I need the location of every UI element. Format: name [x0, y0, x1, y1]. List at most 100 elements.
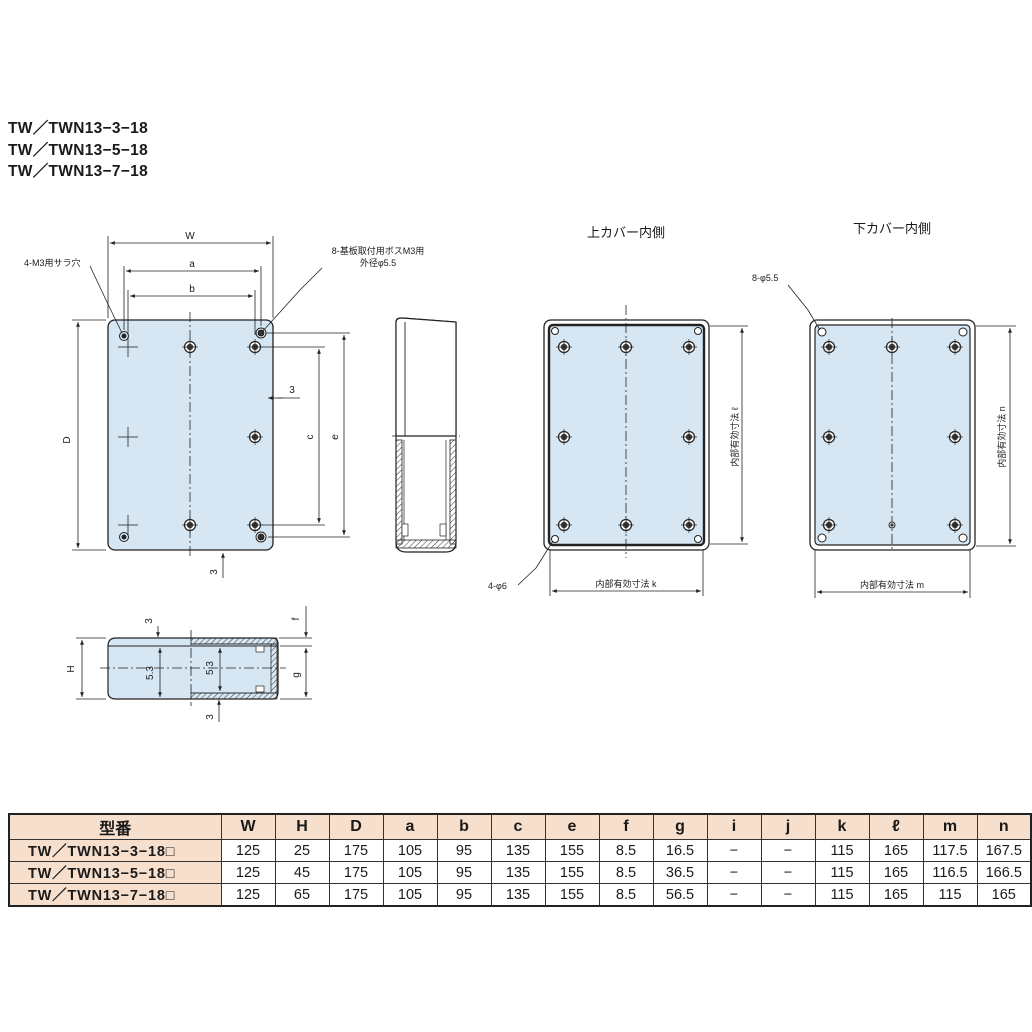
countersink-label: 4-M3用サラ穴: [24, 257, 81, 268]
front-elevation-view: H 3 5.3 5.3 3 f g: [66, 606, 312, 722]
dim-53-label: 5.3: [145, 666, 156, 680]
table-cell: 56.5: [652, 883, 708, 907]
lower-cover-title: 下カバー内側: [853, 221, 931, 236]
table-cell: 165: [868, 839, 924, 862]
column-header: k: [814, 813, 870, 840]
boss-label: 8-基板取付用ボスM3用: [332, 245, 425, 256]
column-header: ℓ: [868, 813, 924, 840]
dim-f-label: f: [291, 617, 302, 620]
table-cell: 115: [814, 883, 870, 907]
column-header: H: [274, 813, 330, 840]
dim-53-label: 5.3: [205, 661, 216, 675]
column-header: m: [922, 813, 978, 840]
table-cell: 165: [976, 883, 1032, 907]
table-cell: 155: [544, 839, 600, 862]
table-cell: −: [760, 883, 816, 907]
table-cell: 155: [544, 883, 600, 907]
model-cell: TW／TWN13−7−18□: [8, 883, 222, 907]
inner-dimension-m: 内部有効寸法 m: [860, 579, 924, 590]
table-cell: 36.5: [652, 861, 708, 884]
table-cell: 115: [814, 861, 870, 884]
table-cell: 115: [814, 839, 870, 862]
model-cell: TW／TWN13−5−18□: [8, 861, 222, 884]
table-cell: −: [706, 839, 762, 862]
hole-label: 4-φ6: [488, 581, 507, 591]
table-row: TW／TWN13−3−18□ 125 25 175 105 95 135 155…: [8, 839, 1032, 862]
table-cell: 95: [436, 883, 492, 907]
model-name: TW／TWN13−3−18: [8, 120, 148, 137]
table-cell: 116.5: [922, 861, 978, 884]
inner-dimension-n: 内部有効寸法 n: [996, 406, 1007, 468]
table-cell: 105: [382, 883, 438, 907]
table-header-row: 型番 W H D a b c e f g i j k ℓ m n: [8, 813, 1032, 840]
dim-d-label: D: [62, 436, 73, 443]
column-header: g: [652, 813, 708, 840]
dim-g-label: g: [291, 672, 302, 678]
column-header: D: [328, 813, 384, 840]
top-view: W a b D c e 3 3 4-M3用サラ穴 8-基板取付用ボスM3用 外径…: [24, 231, 424, 578]
table-cell: 105: [382, 839, 438, 862]
dim-3-label: 3: [289, 385, 295, 396]
table-cell: 117.5: [922, 839, 978, 862]
upper-cover-title: 上カバー内側: [587, 225, 665, 240]
table-cell: −: [706, 883, 762, 907]
column-header: i: [706, 813, 762, 840]
side-section-view: [392, 317, 460, 553]
table-cell: 45: [274, 861, 330, 884]
model-cell: TW／TWN13−3−18□: [8, 839, 222, 862]
technical-drawing: W a b D c e 3 3 4-M3用サラ穴 8-基板取付用ボスM3用 外径…: [24, 221, 1016, 722]
table-cell: −: [760, 839, 816, 862]
dim-a-label: a: [189, 259, 195, 270]
lower-cover-view: 下カバー内側 内部有効寸法 n 内部有効寸法 m 8-φ5.5: [752, 221, 1016, 598]
table-cell: 165: [868, 883, 924, 907]
table-cell: 95: [436, 861, 492, 884]
boss-diameter-label: 外径φ5.5: [360, 257, 396, 268]
column-header: c: [490, 813, 546, 840]
column-header: j: [760, 813, 816, 840]
dim-e-label: e: [330, 434, 341, 440]
model-list: TW／TWN13−3−18 TW／TWN13−5−18 TW／TWN13−7−1…: [8, 118, 148, 183]
upper-cover-view: 上カバー内側 内部有効寸法 ℓ 内部有効寸法 k 4-φ6: [488, 225, 748, 596]
model-name: TW／TWN13−5−18: [8, 141, 148, 159]
table-row: TW／TWN13−7−18□ 125 65 175 105 95 135 155…: [8, 883, 1032, 907]
table-cell: 8.5: [598, 883, 654, 907]
table-cell: 105: [382, 861, 438, 884]
dim-w-label: W: [185, 231, 195, 242]
dim-c-label: c: [305, 435, 316, 440]
dim-b-label: b: [189, 284, 195, 295]
spec-table: 型番 W H D a b c e f g i j k ℓ m n TW／TWN1…: [8, 813, 1032, 907]
table-cell: 165: [868, 861, 924, 884]
table-cell: 65: [274, 883, 330, 907]
table-cell: 125: [220, 839, 276, 862]
table-cell: 25: [274, 839, 330, 862]
table-cell: 135: [490, 839, 546, 862]
table-cell: 135: [490, 883, 546, 907]
table-cell: −: [706, 861, 762, 884]
table-cell: 175: [328, 883, 384, 907]
table-cell: 115: [922, 883, 978, 907]
table-cell: 155: [544, 861, 600, 884]
table-cell: 8.5: [598, 861, 654, 884]
dim-h-label: H: [66, 665, 77, 672]
table-cell: −: [760, 861, 816, 884]
dim-3-label: 3: [144, 618, 155, 624]
table-cell: 8.5: [598, 839, 654, 862]
table-cell: 125: [220, 883, 276, 907]
model-name: TW／TWN13−7−18: [8, 163, 148, 180]
table-cell: 175: [328, 839, 384, 862]
column-header: 型番: [8, 813, 222, 840]
table-cell: 95: [436, 839, 492, 862]
column-header: b: [436, 813, 492, 840]
table-cell: 175: [328, 861, 384, 884]
inner-dimension-k: 内部有効寸法 k: [595, 578, 657, 589]
table-cell: 16.5: [652, 839, 708, 862]
table-cell: 125: [220, 861, 276, 884]
column-header: a: [382, 813, 438, 840]
column-header: f: [598, 813, 654, 840]
column-header: e: [544, 813, 600, 840]
dim-3-label: 3: [205, 714, 216, 720]
column-header: W: [220, 813, 276, 840]
table-row: TW／TWN13−5−18□ 125 45 175 105 95 135 155…: [8, 861, 1032, 884]
table-cell: 166.5: [976, 861, 1032, 884]
dim-3-label: 3: [209, 569, 220, 575]
